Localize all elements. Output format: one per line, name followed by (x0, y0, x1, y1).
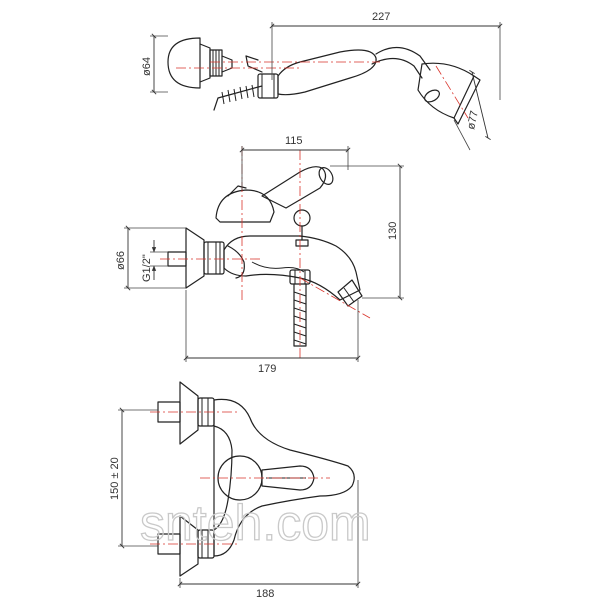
mixer-body (223, 235, 361, 301)
dim-depth: 188 (256, 588, 274, 600)
shower-hose (213, 85, 263, 111)
wall-flange-upper (179, 381, 199, 445)
mixer-dome (215, 189, 275, 223)
dim-thread: G1/2" (141, 254, 153, 282)
dim-height: 130 (387, 222, 399, 240)
top-view: 150 ± 20 188 (109, 381, 361, 600)
dim-holder-diameter: ø64 (141, 57, 153, 76)
wall-flange-lower (179, 515, 199, 577)
shower-handle (277, 49, 377, 96)
wall-flange (185, 227, 205, 289)
hose-outlet (293, 283, 307, 347)
mixer-body-top (213, 398, 355, 557)
watermark: snteh.com (140, 495, 371, 551)
hand-shower-view: 227 ø64 ø77 (141, 11, 503, 151)
dim-lever-offset: 115 (285, 135, 303, 147)
front-view: 115 130 ø66 G1/2" 179 (115, 135, 404, 375)
shower-holder (167, 37, 201, 89)
dim-total-length: 227 (372, 11, 390, 23)
dim-total-width: 179 (258, 363, 276, 375)
mixer-lever (261, 166, 327, 209)
dim-inlet-spacing: 150 ± 20 (109, 457, 121, 500)
diverter-knob (293, 209, 311, 227)
dim-head-diameter: ø77 (465, 110, 481, 131)
dim-flange-diameter: ø66 (115, 251, 127, 270)
